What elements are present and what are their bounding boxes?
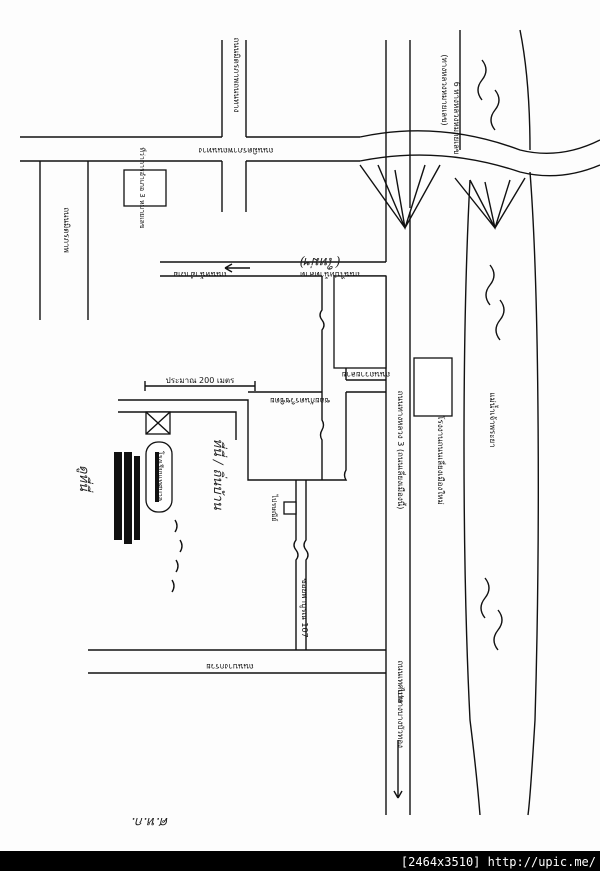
pencil-scribble [171,519,183,593]
label-road-mid-top: ถนนมิตรภาพถนนทาง [198,146,273,155]
label-road-arrow-west: ถนนหน้าอำเภอ [173,270,226,279]
label-road-bottom-left: ถนนบางกรวย [206,662,254,671]
label-arrow-down: ไปทางบางบัวทอง [396,687,405,748]
redaction-mark-3 [134,456,140,540]
label-highway-river-top: (ทางหลวงหมายเลข) [440,54,449,125]
label-river: แม่น้ำเจ้าพระยา [488,392,499,447]
label-road-left-vertical: ถนนมิตรภาพ [62,207,71,253]
label-school: โรงเรียนเทศบาล [156,451,165,501]
redaction-mark-2 [124,452,132,544]
block-building [333,275,387,369]
bridge-truss-left [359,164,441,231]
footer-watermark: [2464x3510] http://upic.me/ [400,855,596,869]
redaction-mark-1 [114,452,122,540]
highway-curve [359,130,600,177]
footer-bar: [2464x3510] http://upic.me/ [0,851,600,871]
label-handwritten-left: ดูที่นี่ [76,465,94,493]
west-arrow [224,263,250,273]
label-factory: โรงงานถนนเลี่ยงเมืองใหม่ [436,415,447,505]
hand-drawn-map: (ทางหลวงหมายเลข) 6 ทางหลวงหมายเลข ถนนมิต… [20,29,600,829]
label-soi-107: ซอยพาบูรณ 107 [299,578,309,637]
label-road-right-of-arrow: ถนนไปหน้าตลาด [300,270,360,279]
target-building-cross [145,411,171,435]
post-office-building [283,501,297,515]
district-office-box [123,169,167,207]
left-vertical-road [39,161,89,320]
bottom-road [88,649,386,674]
label-distance: ประมาณ 200 เมตร [166,376,235,385]
label-post-office: ไปรษณีย์ [270,494,279,522]
mid-link-road [247,391,348,650]
label-handwritten-top: (ใหม่ฯ) [300,254,341,270]
label-alley-mid: ซอยกันตรวิชชิตย [270,396,330,405]
label-road-bottom-right: ถนนเทศบาล [396,660,405,703]
label-road-3: ถนนทางหลวง 3 (ถนนเลี่ยงเมืองนี้) [396,391,407,510]
redaction-mark-4 [155,452,159,502]
factory-building [413,357,453,417]
bridge-truss-right [454,177,526,230]
down-arrow [393,740,403,799]
distance-marker [144,381,256,391]
river-right-bank [519,29,539,816]
label-road-top-left: ถนนมิตรภาพถนนทาง [232,37,241,112]
label-highway-6: 6 ทางหลวงหมายเลข [452,82,461,155]
river-left-bank [459,30,481,816]
road-to-target [118,379,386,460]
label-road-right-mid: ถนนถวายลาย [342,370,390,379]
label-bottom-mark: ศ.ห.ก. [131,814,168,829]
label-handwritten-target: ที่นี่ / ถิ่นบ้าน [210,438,228,510]
mid-vertical-road [221,161,247,212]
road-3 [385,40,411,815]
river-waves [477,59,505,651]
top-road-left [20,40,360,162]
label-district-office: ที่ว่าการอำเภอ 3 หมายเลข [138,147,147,229]
